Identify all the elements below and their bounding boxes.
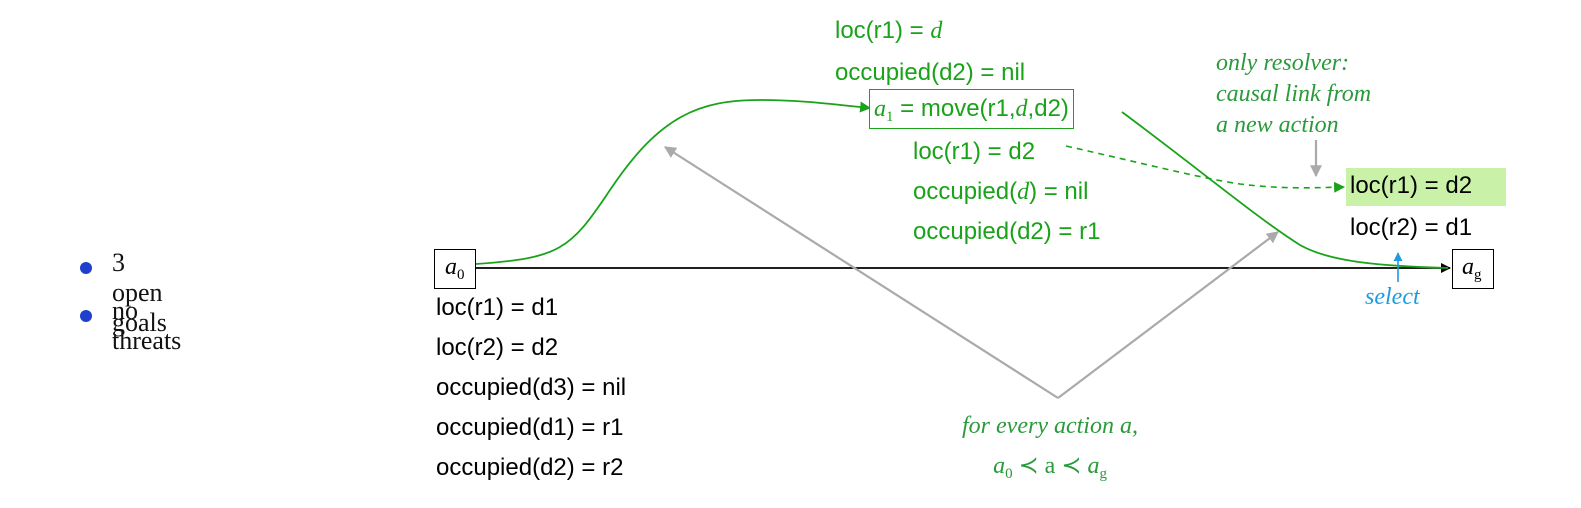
selected-goal-highlight [1346,168,1506,206]
initial-state-item: loc(r2) = d2 [436,334,559,361]
precondition-text: loc(r1) = [835,17,931,44]
a0-node: a0 [434,249,476,289]
dashed-causal-link [1065,145,1346,193]
ordering-note-line1: for every action a, [962,413,1138,439]
initial-state-item: occupied(d1) = r1 [436,414,624,441]
ordering-note: for every action a, a0 ≺ a ≺ ag [940,406,1160,494]
effect-text: loc(r1) = d2 [913,138,1036,165]
precondition-item: occupied(d2) = nil [835,52,1025,94]
initial-state-item: occupied(d2) = r2 [436,454,624,481]
ordering-a0-sub: 0 [1005,466,1013,482]
precondition-var: d [930,18,943,44]
ordering-ag-letter: a [1087,453,1100,479]
a1-label-middle: = move(r1, [893,95,1016,122]
bullet-text: no threats [112,296,182,355]
causal-curve-a0-to-a1 [475,99,872,265]
a1-label-end: ,d2) [1027,95,1069,122]
goal-item: loc(r2) = d1 [1350,214,1473,241]
initial-state-list: loc(r1) = d1 loc(r2) = d2 occupied(d3) =… [436,288,626,488]
a1-letter: a [874,96,886,122]
ordering-relation: ≺ a ≺ [1012,453,1088,479]
causal-curve-a1-to-ag [1121,111,1449,269]
select-label: select [1365,284,1420,310]
ag-letter: a [1462,254,1474,280]
effect-text: occupied( [913,178,1018,205]
action-a1-node: a1 = move(r1,d,d2) [869,89,1074,129]
action-preconditions: loc(r1) = d occupied(d2) = nil [835,10,1025,94]
ordering-a0-letter: a [993,453,1006,479]
precondition-text: occupied(d2) = nil [835,59,1026,86]
resolver-note-line: a new action [1216,112,1339,138]
pointer-arrow-left [663,146,1059,399]
initial-state-item: occupied(d3) = nil [436,374,627,401]
effect-text-suffix: ) = nil [1029,178,1089,205]
initial-state-item: loc(r1) = d1 [436,294,559,321]
ag-node: ag [1452,249,1494,289]
a1-subscript: 1 [886,109,894,125]
ag-subscript: g [1474,267,1482,283]
a0-subscript: 0 [457,267,465,283]
a1-label-var: d [1015,96,1028,122]
effect-item: occupied(d) = nil [913,172,1100,212]
effect-var: d [1017,179,1030,205]
effect-item: occupied(d2) = r1 [913,212,1100,252]
bullet-dot-icon [80,262,92,274]
pointer-arrow-right [1057,231,1279,399]
effect-text: occupied(d2) = r1 [913,218,1101,245]
resolver-note-line: causal link from [1216,81,1372,107]
ordering-note-line2: a0 ≺ a ≺ ag [940,446,1160,494]
resolver-note: only resolver: causal link from a new ac… [1216,48,1371,141]
precondition-item: loc(r1) = d [835,10,1025,52]
ordering-ag-sub: g [1099,466,1107,482]
effect-item: loc(r1) = d2 [913,132,1100,172]
bullet-text: 3 open goals [112,248,167,337]
goal-item-selected: loc(r1) = d2 [1350,172,1473,199]
resolver-note-line: only resolver: [1216,50,1350,76]
action-effects: loc(r1) = d2 occupied(d) = nil occupied(… [913,132,1100,252]
a0-letter: a [445,254,457,280]
bullet-dot-icon [80,310,92,322]
